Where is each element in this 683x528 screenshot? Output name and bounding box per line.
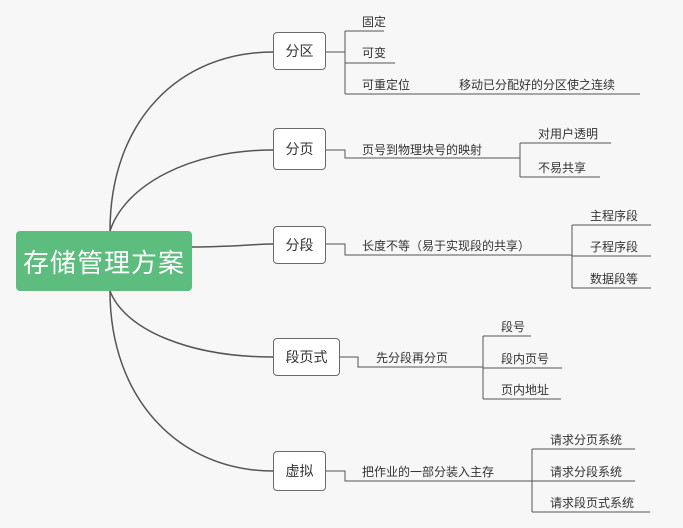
leaf-label[interactable]: 子程序段 [590, 240, 639, 254]
connector-root-xuni [109, 290, 274, 472]
leaf-label[interactable]: 段内页号 [501, 352, 550, 366]
leaf-label[interactable]: 请求段页式系统 [550, 496, 635, 510]
leaf-label[interactable]: 主程序段 [590, 209, 639, 223]
leaf-label[interactable]: 数据段等 [590, 272, 639, 286]
connector-root-fenduan [191, 243, 274, 248]
leaf-label[interactable]: 固定 [362, 15, 387, 29]
branch-node-fenduan[interactable]: 分段 [273, 226, 326, 264]
leaf-label[interactable]: 段号 [501, 320, 526, 334]
branch-node-duanyeshi[interactable]: 段页式 [273, 338, 340, 376]
leaf-label[interactable]: 请求分段系统 [550, 465, 623, 479]
leaf-label[interactable]: 可重定位 [362, 78, 411, 92]
branch-node-fenqu[interactable]: 分区 [273, 32, 326, 70]
leaf-label[interactable]: 对用户透明 [538, 127, 599, 141]
leaf-label[interactable]: 可变 [362, 46, 387, 60]
connector-root-duanyeshi [109, 290, 274, 358]
desc-label[interactable]: 先分段再分页 [376, 351, 449, 365]
leaf-label[interactable]: 页内地址 [501, 383, 550, 397]
root-node[interactable]: 存储管理方案 [16, 231, 192, 291]
desc-label[interactable]: 长度不等（易于实现段的共享） [362, 239, 531, 253]
desc-label[interactable]: 把作业的一部分装入主存 [362, 465, 495, 479]
branch-node-xuni[interactable]: 虚拟 [273, 451, 326, 491]
leaf-label[interactable]: 不易共享 [538, 161, 587, 175]
leaf-label[interactable]: 移动已分配好的分区使之连续 [459, 78, 616, 92]
connector-root-fenye [109, 149, 274, 232]
connector-root-fenqu [109, 51, 274, 232]
branch-node-fenye[interactable]: 分页 [273, 128, 326, 170]
desc-label[interactable]: 页号到物理块号的映射 [362, 143, 483, 157]
leaf-label[interactable]: 请求分页系统 [550, 433, 623, 447]
